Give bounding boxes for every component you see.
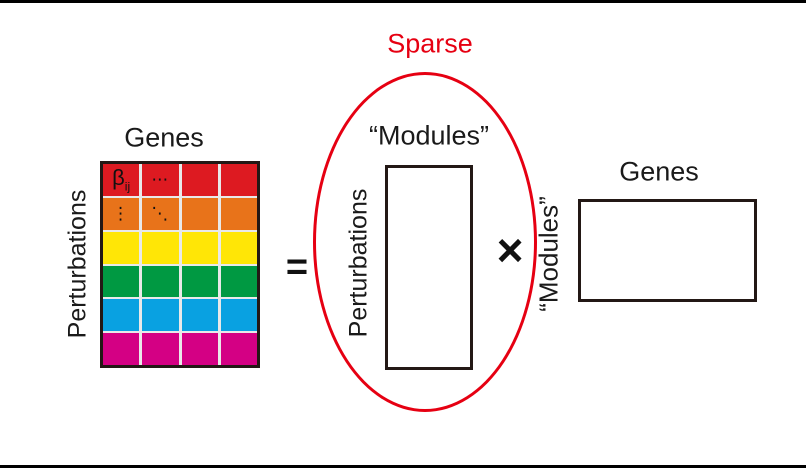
matrix-cell — [181, 197, 218, 230]
factor-matrix-perturbations-label: Perturbations — [344, 188, 373, 338]
bottom-border-line — [0, 465, 806, 468]
beta-matrix-grid: βij ⋯ ⋮ ⋱ — [100, 161, 260, 368]
matrix-cell — [142, 265, 179, 298]
matrix-cell — [142, 231, 179, 264]
factor-matrix-rect — [385, 165, 473, 370]
matrix-cell-ddots: ⋱ — [142, 197, 179, 230]
vertical-dots-symbol: ⋮ — [112, 204, 131, 224]
loading-matrix-modules-label: “Modules” — [533, 196, 564, 312]
matrix-cell — [220, 231, 257, 264]
matrix-cell — [181, 231, 218, 264]
matrix-cell — [103, 333, 140, 365]
matrix-cell — [181, 265, 218, 298]
loading-matrix-rect — [578, 199, 757, 302]
matrix-cell — [220, 265, 257, 298]
matrix-cell — [142, 299, 179, 332]
matrix-cell — [103, 299, 140, 332]
loading-matrix-genes-label: Genes — [619, 156, 699, 187]
matrix-cell — [220, 333, 257, 365]
sparse-annotation: Sparse — [387, 28, 473, 59]
matrix-cell-hdots: ⋯ — [142, 164, 179, 196]
factor-matrix-modules-label: “Modules” — [368, 120, 490, 151]
matrix-cell-beta: βij — [103, 164, 140, 196]
equals-sign: = — [285, 246, 309, 289]
beta-symbol: βij — [112, 165, 131, 194]
top-border-line — [0, 0, 806, 3]
matrix-cell — [220, 299, 257, 332]
matrix-cell — [181, 333, 218, 365]
matrix-cell — [103, 265, 140, 298]
matrix-cell — [181, 164, 218, 196]
matrix-cell — [220, 164, 257, 196]
times-sign: × — [496, 224, 524, 276]
matrix-cell — [142, 333, 179, 365]
left-matrix-perturbations-label: Perturbations — [63, 189, 92, 339]
matrix-cell-vdots: ⋮ — [103, 197, 140, 230]
left-matrix-genes-label: Genes — [124, 122, 204, 153]
sparse-ellipse — [313, 72, 537, 412]
matrix-cell — [181, 299, 218, 332]
matrix-cell — [220, 197, 257, 230]
horizontal-dots-symbol: ⋯ — [151, 170, 170, 190]
matrix-cell — [103, 231, 140, 264]
diagonal-dots-symbol: ⋱ — [151, 204, 170, 224]
